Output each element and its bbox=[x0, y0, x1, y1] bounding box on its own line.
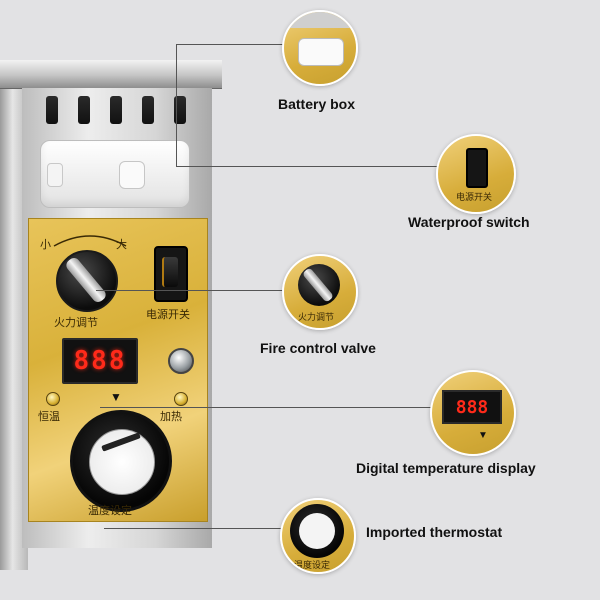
leader-line-thermostat bbox=[104, 528, 284, 529]
leader-line-switch bbox=[176, 166, 438, 167]
thermostat-dial-icon bbox=[290, 504, 344, 558]
battery-box-clip bbox=[119, 161, 145, 189]
power-switch-label: 电源开关 bbox=[146, 308, 190, 321]
thermostat-label: Imported thermostat bbox=[366, 524, 503, 540]
temperature-display: 888 bbox=[62, 338, 138, 384]
constant-temp-led bbox=[46, 392, 60, 406]
vent-slot bbox=[78, 96, 90, 124]
heating-led bbox=[174, 392, 188, 406]
temperature-display: 888 bbox=[442, 390, 502, 424]
indicator-led-icon bbox=[168, 348, 194, 374]
battery-box-icon bbox=[298, 38, 344, 66]
waterproof-switch-callout: 电源开关 bbox=[436, 134, 516, 214]
control-knob-icon bbox=[298, 264, 340, 306]
thermostat-callout: 温度设定 bbox=[280, 498, 356, 574]
scale-small-label: 小 bbox=[40, 238, 51, 251]
battery-box-latch bbox=[47, 163, 63, 187]
battery-box-icon bbox=[40, 140, 190, 208]
control-knob-icon bbox=[56, 250, 118, 312]
fire-adjust-mini-label: 火力调节 bbox=[298, 313, 335, 323]
steel-top-edge bbox=[0, 60, 222, 89]
fire-control-valve-callout: 火力调节 bbox=[282, 254, 358, 330]
display-digits: 888 bbox=[455, 396, 489, 418]
rocker-switch-icon bbox=[466, 148, 488, 188]
power-switch-mini-label: 电源开关 bbox=[456, 193, 493, 203]
fire-control-valve-label: Fire control valve bbox=[260, 340, 376, 356]
waterproof-switch-label: Waterproof switch bbox=[408, 214, 530, 230]
constant-temp-label: 恒温 bbox=[38, 410, 60, 423]
vent-slot bbox=[46, 96, 58, 124]
rocker-switch-icon bbox=[154, 246, 188, 302]
scale-arc bbox=[53, 235, 127, 247]
temp-setting-mini-label: 温度设定 bbox=[294, 561, 331, 571]
heating-label: 加热 bbox=[160, 410, 182, 423]
leader-line-battery bbox=[176, 44, 288, 45]
arrow-down-icon: ▼ bbox=[110, 390, 122, 404]
leader-line-battery bbox=[176, 44, 177, 166]
vent-slot bbox=[110, 96, 122, 124]
leader-line-valve bbox=[96, 290, 284, 291]
display-digits: 888 bbox=[73, 346, 127, 376]
battery-box-label: Battery box bbox=[278, 96, 356, 112]
battery-box-callout bbox=[282, 10, 358, 86]
scale-large-label: 大 bbox=[116, 238, 127, 251]
arrow-down-icon: ▼ bbox=[478, 430, 488, 441]
vent-slot bbox=[174, 96, 186, 124]
thermostat-dial-icon bbox=[70, 410, 172, 512]
temp-setting-label: 温度设定 bbox=[88, 504, 132, 517]
vent-slot bbox=[142, 96, 154, 124]
digital-display-label: Digital temperature display bbox=[356, 460, 536, 476]
digital-display-callout: 888 ▼ bbox=[430, 370, 516, 456]
fire-adjust-label: 火力调节 bbox=[54, 316, 98, 329]
steel-strip bbox=[284, 12, 356, 28]
leader-line-display bbox=[100, 407, 436, 408]
